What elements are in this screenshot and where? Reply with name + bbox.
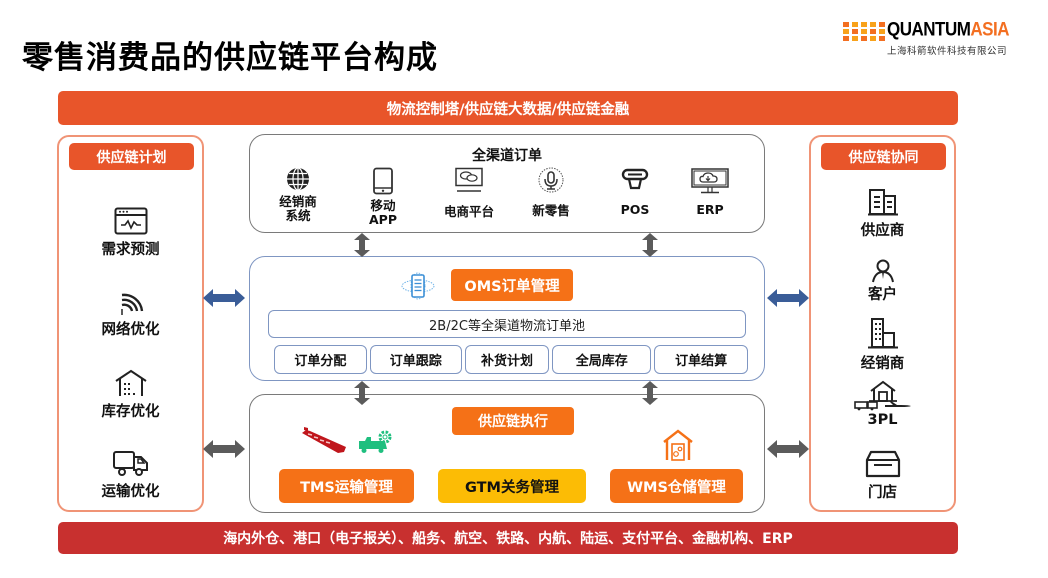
logistics-icon <box>853 380 911 411</box>
supply-chain-planning-panel: 供应链计划 需求预测 网络优化 库存优化 <box>57 135 204 512</box>
oms-function: 订单分配 <box>274 345 367 374</box>
signal-icon <box>120 293 143 315</box>
collab-item-supplier: 供应商 <box>811 188 954 240</box>
channel-label-line1: 新零售 <box>532 203 570 218</box>
oms-function: 全局库存 <box>552 345 652 374</box>
planning-item-transport-optimization: 运输优化 <box>59 449 202 501</box>
collab-item-label: 门店 <box>868 485 897 501</box>
channel-label: ERP <box>696 203 723 217</box>
channel-erp: ERP <box>670 167 750 217</box>
order-pool: 2B/2C等全渠道物流订单池 <box>268 310 746 338</box>
channel-label-line1: POS <box>620 202 650 217</box>
gtm-module: GTM关务管理 <box>438 469 586 503</box>
channel-pos: POS <box>595 167 675 217</box>
oms-function: 补货计划 <box>464 345 550 374</box>
collab-item-label: 经销商 <box>860 356 905 372</box>
channel-label-line1: 电商平台 <box>443 204 494 219</box>
collab-item-distributor: 经销商 <box>811 317 954 373</box>
arrow-execution-collaboration <box>767 440 809 458</box>
pos-scanner-icon <box>621 168 649 190</box>
planning-item-label: 网络优化 <box>101 322 160 338</box>
logo-subtitle: 上海科箭软件科技有限公司 <box>887 46 1008 57</box>
smart-warehouse-icon <box>663 429 693 461</box>
microphone-icon <box>538 167 564 193</box>
planning-item-network-optimization: 网络优化 <box>59 289 202 339</box>
channel-distributor-system: 经销商 系统 <box>258 167 338 223</box>
panel-title: 供应链协同 <box>821 143 946 170</box>
company-logo: QUANTUMASIA 上海科箭软件科技有限公司 <box>843 18 1023 60</box>
logo-word-primary: QUANTUM <box>887 18 971 40</box>
channel-title: 全渠道订单 <box>472 148 542 164</box>
arrow-channels-oms-left <box>354 233 370 257</box>
planning-item-label: 库存优化 <box>101 404 160 420</box>
logo-grid-icon <box>843 22 885 41</box>
cargo-ship-icon <box>302 427 346 453</box>
collab-item-3pl: 3PL <box>811 379 954 428</box>
channel-label: 新零售 <box>532 204 570 218</box>
channel-label-line1: 移动 <box>370 198 396 213</box>
order-document-icon <box>401 272 435 300</box>
oms-function-row: 订单分配 订单跟踪 补货计划 全局库存 订单结算 <box>274 345 748 374</box>
collab-item-store: 门店 <box>811 448 954 502</box>
page-title: 零售消费品的供应链平台构成 <box>22 40 438 76</box>
oms-order-management-box: OMS订单管理 2B/2C等全渠道物流订单池 订单分配 订单跟踪 补货计划 全局… <box>249 256 765 381</box>
supply-chain-collaboration-panel: 供应链协同 供应商 客户 经销商 <box>809 135 956 512</box>
planning-item-label: 运输优化 <box>101 484 160 500</box>
supply-chain-execution-box: 供应链执行 TMS运输管理 GTM关务管理 WMS仓储管理 <box>249 394 765 513</box>
arrow-planning-execution <box>203 440 245 458</box>
channel-label-line2: APP <box>369 212 397 227</box>
channel-mobile-app: 移动 APP <box>343 167 423 227</box>
arrow-oms-collaboration <box>767 289 809 307</box>
collab-item-label: 3PL <box>867 412 898 428</box>
collab-item-customer: 客户 <box>811 259 954 304</box>
channel-label-line2: 系统 <box>285 208 311 223</box>
store-icon <box>865 450 900 478</box>
arrow-channels-oms-right <box>642 233 658 257</box>
planning-item-demand-forecast: 需求预测 <box>59 207 202 259</box>
channel-label: POS <box>621 203 650 217</box>
logo-wordmark: QUANTUMASIA <box>887 18 1010 41</box>
planning-item-label: 需求预测 <box>101 242 160 258</box>
collab-item-label: 供应商 <box>860 223 905 239</box>
channel-label-line1: ERP <box>696 202 724 217</box>
omnichannel-orders-box: 全渠道订单 经销商 系统 移动 APP <box>249 134 765 233</box>
globe-icon <box>287 167 309 191</box>
channel-label: 移动 APP <box>369 199 397 227</box>
truck-icon <box>112 451 148 476</box>
logo-word-accent: ASIA <box>970 18 1010 40</box>
person-icon <box>871 259 894 283</box>
collab-item-label: 客户 <box>868 287 897 303</box>
chat-monitor-icon <box>455 167 483 192</box>
oms-function: 订单跟踪 <box>369 345 462 374</box>
building-icon <box>867 189 898 216</box>
warehouse-icon <box>114 369 147 396</box>
bottom-band: 海内外仓、港口（电子报关）、船务、航空、铁路、内航、陆运、支付平台、金融机构、E… <box>58 522 958 554</box>
top-band: 物流控制塔/供应链大数据/供应链金融 <box>58 91 958 125</box>
arrow-oms-execution-right <box>642 381 658 405</box>
channel-label: 电商平台 <box>444 205 494 219</box>
arrow-oms-execution-left <box>354 381 370 405</box>
oms-function: 订单结算 <box>654 345 748 374</box>
wms-module: WMS仓储管理 <box>610 469 743 503</box>
channel-ecommerce-platform: 电商平台 <box>429 167 509 219</box>
tablet-icon <box>373 167 393 195</box>
panel-title: 供应链计划 <box>69 143 194 170</box>
tms-module: TMS运输管理 <box>279 469 414 503</box>
channel-label-line1: 经销商 <box>279 194 317 209</box>
oms-title: OMS订单管理 <box>451 269 573 301</box>
cloud-monitor-icon <box>691 168 729 194</box>
truck-gear-icon <box>359 430 392 453</box>
arrow-planning-oms <box>203 289 245 307</box>
channel-new-retail: 新零售 <box>511 167 591 218</box>
channel-label: 经销商 系统 <box>279 195 317 223</box>
monitor-chart-icon <box>114 207 147 235</box>
office-building-icon <box>867 318 898 349</box>
planning-item-inventory-optimization: 库存优化 <box>59 369 202 421</box>
execution-title: 供应链执行 <box>452 407 574 435</box>
